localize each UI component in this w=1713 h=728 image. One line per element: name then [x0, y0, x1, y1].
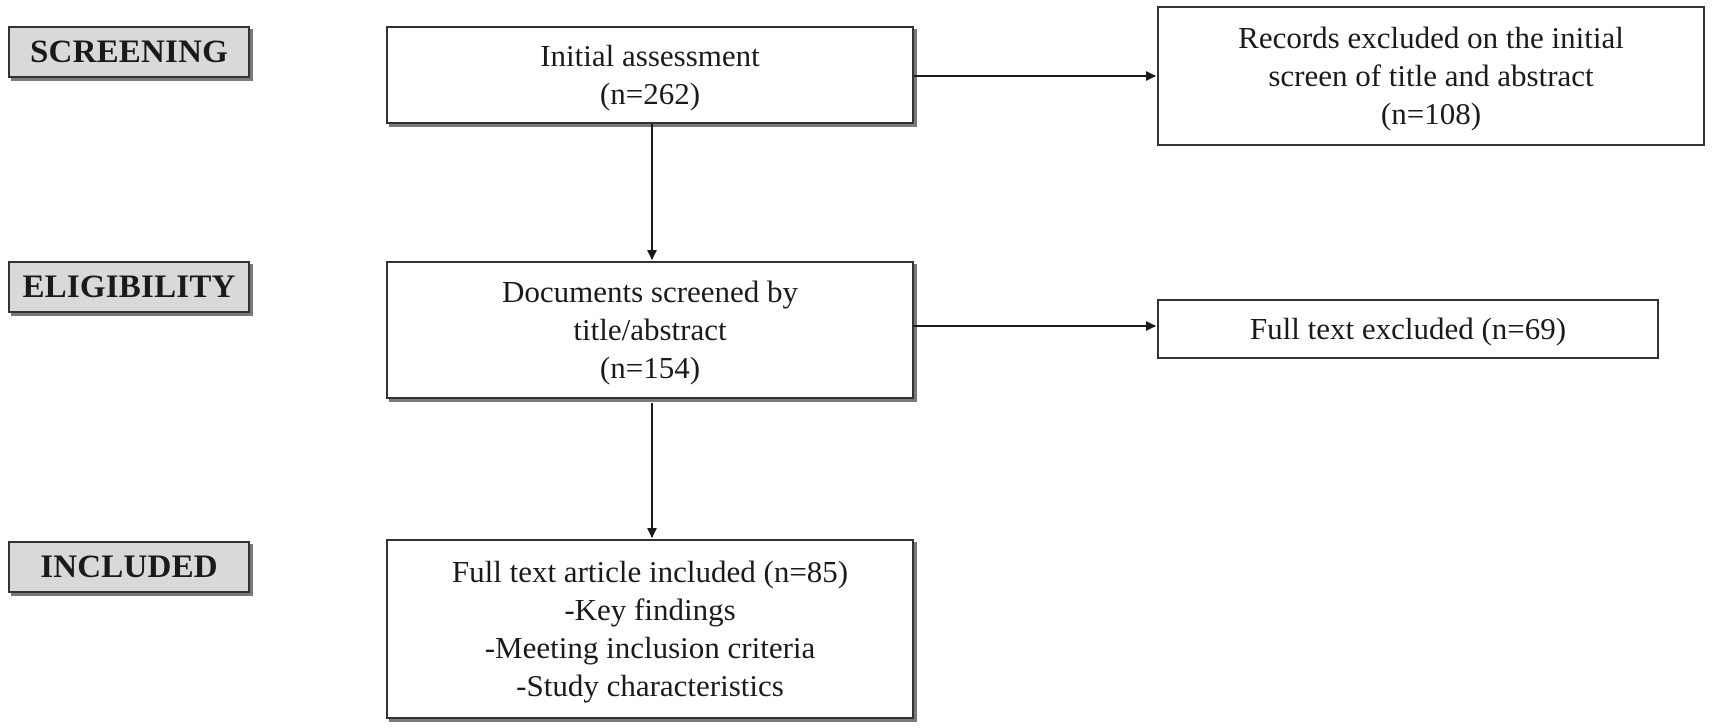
full-text-included-title: Full text article included (n=85) [451, 554, 849, 589]
full-text-included-item-study-characteristics: -Study characteristics [516, 668, 784, 703]
documents-screened-line1: Documents screened by [501, 274, 799, 309]
documents-screened-line2: title/abstract [573, 312, 727, 347]
stage-label-screening-text: SCREENING [29, 33, 228, 70]
full-text-excluded-box: Full text excluded (n=69) [1157, 299, 1659, 359]
full-text-included-box: Full text article included (n=85) -Key f… [386, 539, 914, 719]
stage-label-eligibility: ELIGIBILITY [8, 261, 250, 313]
stage-label-eligibility-text: ELIGIBILITY [22, 268, 236, 305]
initial-assessment-count: (n=262) [599, 76, 701, 111]
full-text-excluded-text: Full text excluded (n=69) [1249, 311, 1567, 346]
full-text-included-item-key-findings: -Key findings [564, 592, 736, 627]
documents-screened-count: (n=154) [599, 350, 701, 385]
records-excluded-count: (n=108) [1380, 96, 1482, 131]
documents-screened-box: Documents screened by title/abstract (n=… [386, 261, 914, 399]
records-excluded-box: Records excluded on the initial screen o… [1157, 6, 1705, 146]
initial-assessment-title: Initial assessment [540, 38, 760, 73]
stage-label-screening: SCREENING [8, 26, 250, 78]
full-text-included-item-inclusion-criteria: -Meeting inclusion criteria [484, 630, 816, 665]
initial-assessment-box: Initial assessment (n=262) [386, 26, 914, 124]
records-excluded-line2: screen of title and abstract [1268, 58, 1594, 93]
records-excluded-line1: Records excluded on the initial [1238, 20, 1624, 55]
stage-label-included: INCLUDED [8, 541, 250, 593]
stage-label-included-text: INCLUDED [40, 548, 218, 585]
